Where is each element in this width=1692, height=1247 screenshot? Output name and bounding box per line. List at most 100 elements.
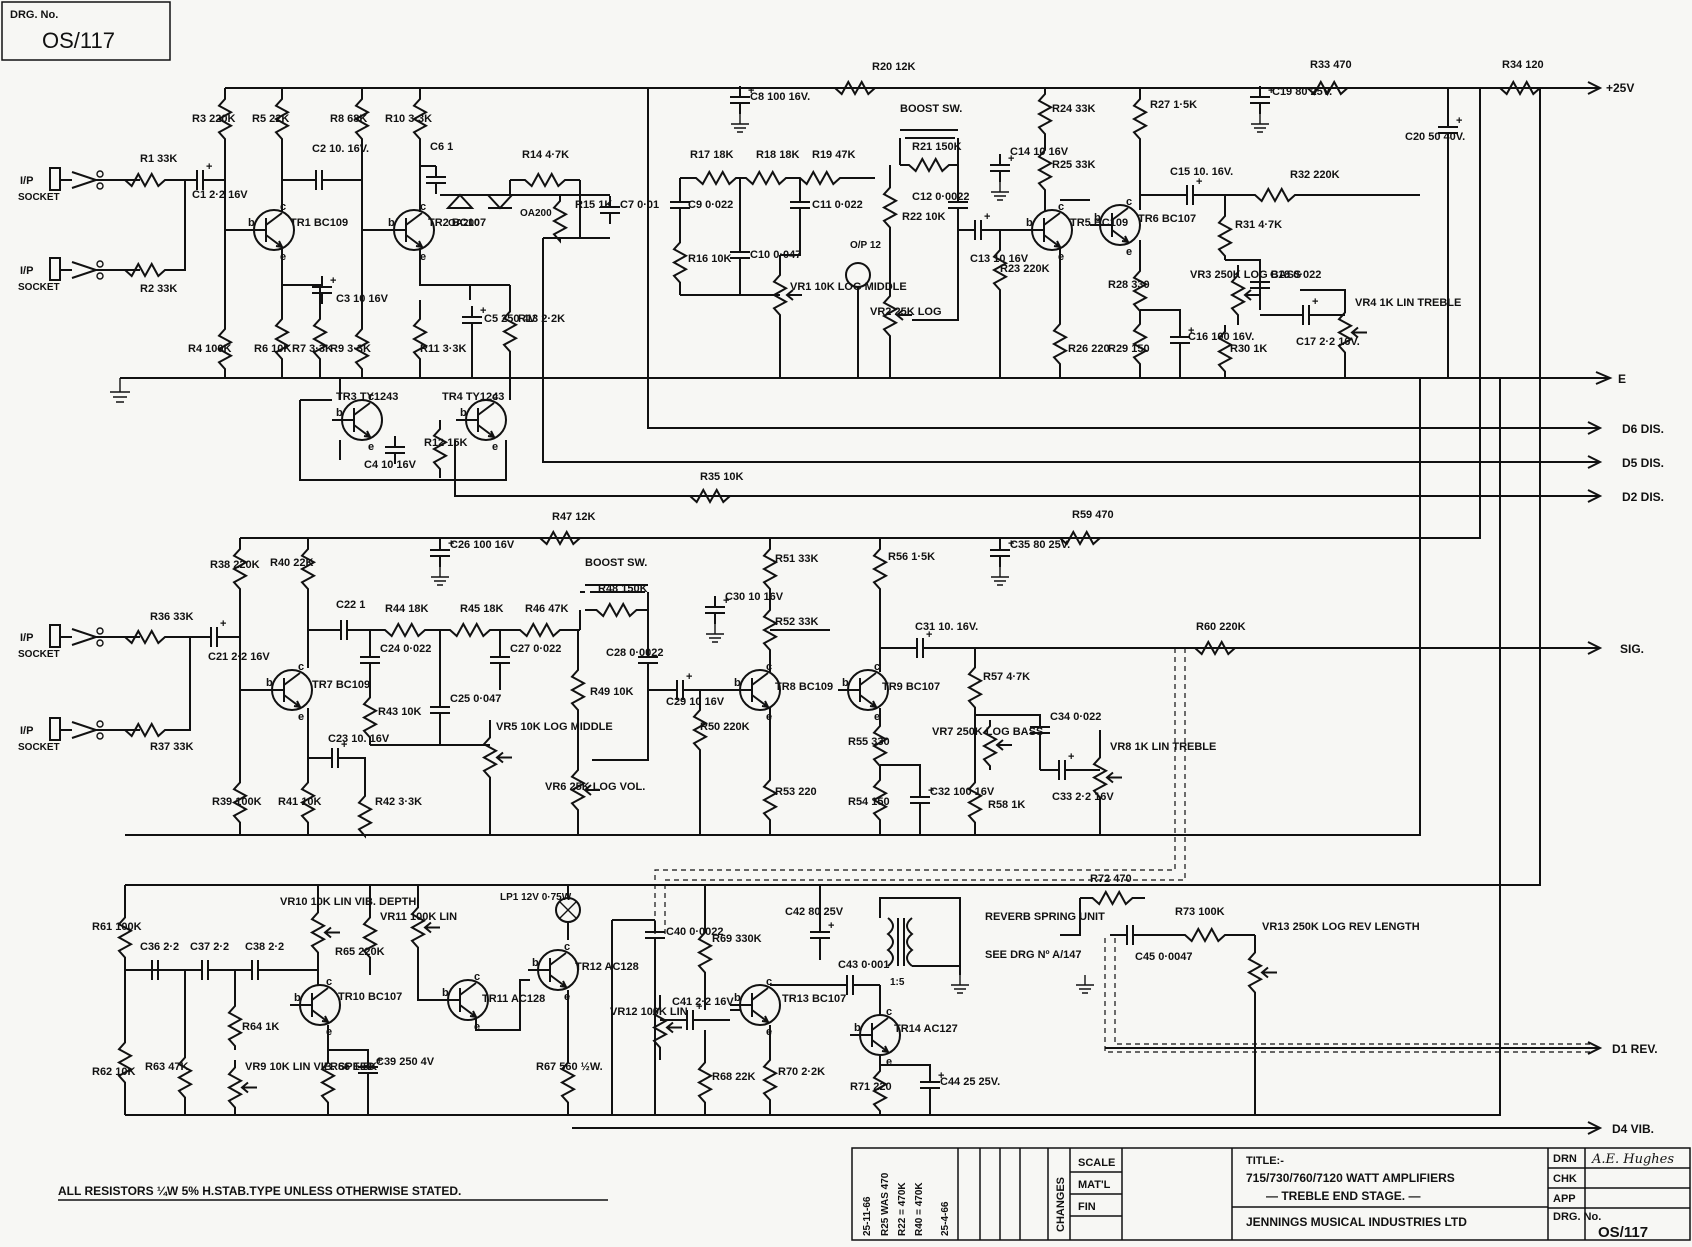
- svg-text:+: +: [1008, 153, 1014, 165]
- r70-label: R70 2·2K: [778, 1066, 825, 1078]
- r50-label: R50 220K: [700, 721, 750, 733]
- resistor-r29: [1131, 310, 1149, 378]
- d4-arrow: [1587, 1121, 1603, 1135]
- svg-text:c: c: [420, 201, 426, 213]
- capacitor-c4: [385, 436, 405, 464]
- svg-text:+: +: [723, 595, 729, 607]
- r10-label: R10 3·3K: [385, 113, 432, 125]
- transistor-tr8: bce: [730, 661, 781, 723]
- r67-label: R67 560 ½W.: [536, 1061, 603, 1073]
- capacitor-c3: +: [312, 275, 336, 304]
- svg-text:+: +: [1456, 115, 1462, 127]
- resistor-r65: [361, 905, 379, 970]
- transistor-tr9: bce: [838, 661, 889, 723]
- c7-label: C7 0·01: [620, 199, 659, 211]
- resistor-r61: [116, 905, 134, 970]
- svg-text:c: c: [766, 976, 772, 988]
- transistor-tr4: bce: [456, 391, 507, 453]
- capacitor-c32: +: [910, 785, 934, 814]
- second-plus-rail: [240, 88, 1481, 539]
- tr12-label: TR12 AC128: [575, 961, 639, 973]
- svg-text:c: c: [368, 391, 374, 403]
- vr7-label: VR7 250K LOG BASS: [932, 726, 1043, 738]
- r71-label: R71 220: [850, 1081, 892, 1093]
- resistor-r13: [501, 285, 519, 378]
- boost2-label: BOOST SW.: [585, 557, 647, 569]
- fin-label: FIN: [1078, 1201, 1096, 1213]
- tr11-label: TR11 AC128: [482, 993, 545, 1005]
- capacitor-c2: [305, 170, 333, 190]
- tr7-label: TR7 BC109: [312, 679, 370, 691]
- c4-label: C4 10 16V: [364, 459, 417, 471]
- svg-text:e: e: [280, 251, 286, 263]
- oa1-label: OA200: [448, 218, 480, 229]
- resistor-r73: [1170, 926, 1240, 944]
- r26-label: R26 220: [1068, 343, 1110, 355]
- capacitor-c30: +: [705, 595, 729, 624]
- potentiometer-vr1: [771, 255, 802, 335]
- capacitor-c1: +: [186, 161, 214, 190]
- ratio-label: 1:5: [890, 977, 905, 988]
- vr13-label: VR13 250K LOG REV LENGTH: [1262, 921, 1420, 933]
- resistor-r7: [311, 300, 329, 378]
- c35-label: C35 80 25V.: [1010, 539, 1070, 551]
- vr12-label: VR12 100K LIN: [610, 1006, 688, 1018]
- vr3-label: VR3 250K LOG BASS: [1190, 269, 1301, 281]
- resistor-r47: [520, 529, 600, 547]
- capacitor-c40: [645, 921, 665, 949]
- svg-text:b: b: [294, 992, 301, 1004]
- resistor-r24: [1036, 88, 1054, 140]
- tr8-label: TR8 BC109: [775, 681, 833, 693]
- transistor-tr7: bce: [262, 661, 313, 723]
- capacitor-c33: +: [1048, 751, 1076, 780]
- boost-switch-1[interactable]: [900, 129, 958, 139]
- ip-label: I/P: [20, 265, 33, 277]
- resistor-r19: [790, 169, 850, 187]
- svg-text:b: b: [460, 407, 467, 419]
- d6-line: [647, 88, 1600, 429]
- c27-label: C27 0·022: [510, 643, 561, 655]
- r18-label: R18 18K: [756, 149, 799, 161]
- r65-label: R65 220K: [335, 946, 385, 958]
- c40-label: C40 0·0022: [666, 926, 724, 938]
- r68-label: R68 22K: [712, 1071, 755, 1083]
- potentiometer-vr2: [881, 290, 912, 340]
- resistor-r66: [319, 1050, 337, 1115]
- scale-label: SCALE: [1078, 1157, 1115, 1169]
- capacitor-c31: +: [906, 629, 934, 658]
- c32-label: C32 100 16V: [930, 786, 995, 798]
- resistor-r1: [110, 171, 180, 189]
- c41-label: C41 2·2 16V: [672, 996, 734, 1008]
- d5-arrow: [1587, 455, 1603, 469]
- tr4-label: TR4 TY1243: [442, 391, 504, 403]
- change-entry: 25-11-66: [862, 1196, 873, 1236]
- resistor-r3: [216, 88, 234, 150]
- socket-label: SOCKET: [18, 192, 60, 203]
- potentiometer-vr9: [226, 1060, 257, 1115]
- screened-lead-1: [654, 648, 1176, 935]
- capacitor-c37: [191, 960, 219, 980]
- r45-label: R45 18K: [460, 603, 503, 615]
- r8-label: R8 68K: [330, 113, 367, 125]
- reverb-transformer: [886, 917, 914, 967]
- r59-label: R59 470: [1072, 509, 1114, 521]
- vr4-label: VR4 1K LIN TREBLE: [1355, 297, 1461, 309]
- drawing-number-box: DRG. No. OS/117: [1, 1, 171, 61]
- capacitor-c10: [730, 241, 750, 269]
- capacitor-c20: +: [1438, 115, 1462, 144]
- resistor-r62: [116, 1010, 134, 1115]
- c22-label: C22 1: [336, 599, 365, 611]
- r27-label: R27 1·5K: [1150, 99, 1197, 111]
- c15-label: C15 10. 16V.: [1170, 166, 1233, 178]
- boost-switch-2[interactable]: [585, 584, 648, 593]
- resistor-r38: [231, 538, 249, 600]
- r58-label: R58 1K: [988, 799, 1025, 811]
- r24-label: R24 33K: [1052, 103, 1095, 115]
- resistor-r8: [353, 88, 371, 150]
- capacitor-c17: +: [1292, 296, 1320, 325]
